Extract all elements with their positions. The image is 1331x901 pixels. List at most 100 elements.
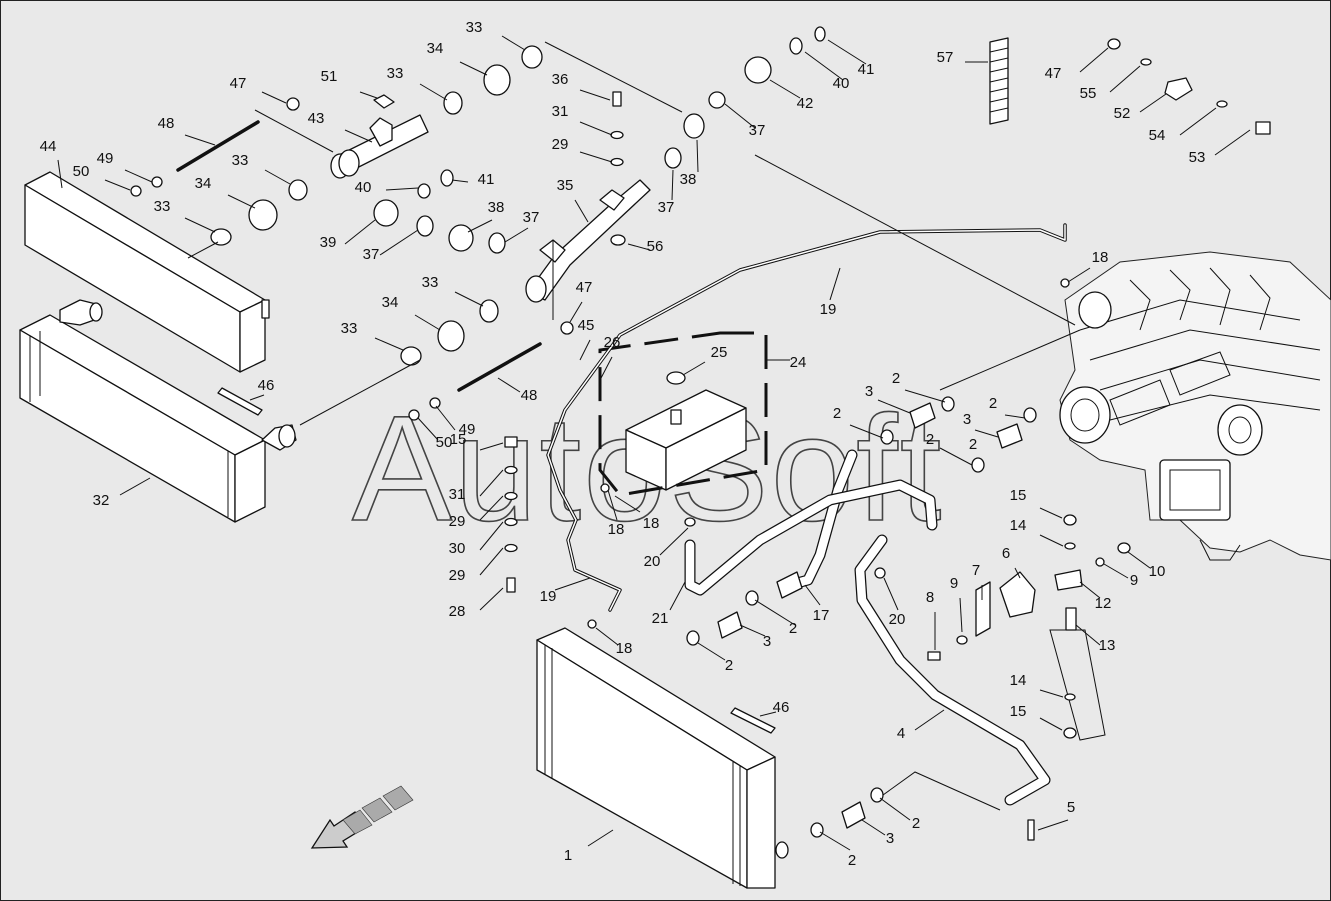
callout-label: 6 (1002, 545, 1010, 562)
callout-label: 36 (552, 71, 569, 88)
callout-label: 3 (865, 383, 873, 400)
callout-label: 3 (763, 633, 771, 650)
callout-label: 2 (833, 405, 841, 422)
callout-leader (914, 709, 945, 731)
callout-label: 10 (1149, 563, 1166, 580)
callout-leader (579, 121, 613, 136)
intercooler-upper (24, 171, 270, 373)
callout-leader (587, 829, 614, 847)
callout-leader (249, 394, 265, 401)
callout-leader (504, 227, 529, 243)
callout-label: 40 (355, 179, 372, 196)
callout-leader (579, 151, 613, 163)
callout-label: 2 (969, 436, 977, 453)
callout-label: 43 (308, 110, 325, 127)
callout-leader (261, 91, 287, 104)
callout-leader (184, 217, 216, 233)
callout-leader (554, 577, 591, 591)
callout-label: 37 (749, 122, 766, 139)
callout-label: 30 (449, 540, 466, 557)
callout-leader (1039, 717, 1063, 731)
callout-label: 45 (578, 317, 595, 334)
callout-label: 33 (466, 19, 483, 36)
callout-label: 41 (858, 61, 875, 78)
callout-leader (57, 159, 63, 189)
callout-leader (414, 314, 441, 331)
callout-leader (479, 587, 504, 611)
callout-label: 18 (643, 515, 660, 532)
callout-leader (344, 129, 373, 143)
callout-label: 47 (230, 75, 247, 92)
callout-label: 2 (892, 370, 900, 387)
callout-label: 56 (647, 238, 664, 255)
callout-leader (682, 361, 706, 376)
callout-leader (479, 469, 504, 497)
callout-label: 49 (459, 421, 476, 438)
pads-and-tags (217, 94, 776, 734)
callout-leader (974, 429, 999, 438)
leader-lines-long (187, 41, 1081, 811)
callout-label: 33 (154, 198, 171, 215)
callout-leader (479, 495, 504, 521)
callout-label: 21 (652, 610, 669, 627)
callout-leader (1179, 107, 1217, 136)
callout-leader (904, 389, 946, 403)
callout-leader (579, 89, 611, 101)
callout-leader (1004, 414, 1026, 419)
callout-leader (627, 243, 651, 251)
callout-label: 29 (449, 567, 466, 584)
callout-label: 15 (1010, 703, 1027, 720)
callout-label: 52 (1114, 105, 1131, 122)
callout-leader (1014, 567, 1021, 579)
callout-leader (1039, 507, 1063, 519)
callout-leader (1139, 93, 1167, 113)
callout-label: 32 (93, 492, 110, 509)
callout-leader (417, 417, 439, 441)
callout-leader (124, 169, 153, 183)
engine-block (1059, 251, 1331, 561)
callout-leader (754, 599, 796, 626)
callout-label: 15 (1010, 487, 1027, 504)
callout-leader (344, 219, 376, 245)
callout-label: 38 (488, 199, 505, 216)
callout-label: 14 (1010, 672, 1027, 689)
top-right-parts (989, 37, 1271, 135)
callout-leader (459, 61, 488, 76)
callout-label: 34 (427, 40, 444, 57)
callout-label: 4 (897, 725, 905, 742)
callout-label: 38 (680, 171, 697, 188)
callout-leader (883, 577, 899, 611)
callout-leader (1067, 267, 1091, 283)
callout-label: 20 (889, 611, 906, 628)
callout-leader (104, 179, 131, 191)
callout-label: 28 (449, 603, 466, 620)
callout-label: 40 (833, 75, 850, 92)
callout-label: 37 (363, 246, 380, 263)
callout-label: 29 (552, 136, 569, 153)
callout-label: 1 (564, 847, 572, 864)
callout-leader (227, 194, 256, 209)
callout-label: 35 (557, 177, 574, 194)
callout-label: 19 (820, 301, 837, 318)
callout-leader (184, 134, 216, 146)
callout-label: 55 (1080, 85, 1097, 102)
callout-leader (669, 581, 686, 611)
callout-leader (479, 547, 504, 576)
callout-leader (479, 442, 504, 451)
callout-label: 53 (1189, 149, 1206, 166)
callout-label: 44 (40, 138, 57, 155)
hose-sleeves (587, 278, 1070, 838)
callout-leader (759, 711, 777, 717)
callout-leader (435, 405, 456, 431)
callout-leader (724, 103, 756, 129)
hose-clamps (130, 26, 826, 421)
callout-leader (569, 301, 583, 323)
callout-label: 33 (232, 152, 249, 169)
callout-leader (939, 447, 973, 466)
callout-leader (1039, 689, 1064, 698)
callout-leader (819, 831, 851, 851)
callout-label: 57 (937, 49, 954, 66)
callout-leader (1079, 581, 1101, 599)
callout-label: 20 (644, 553, 661, 570)
